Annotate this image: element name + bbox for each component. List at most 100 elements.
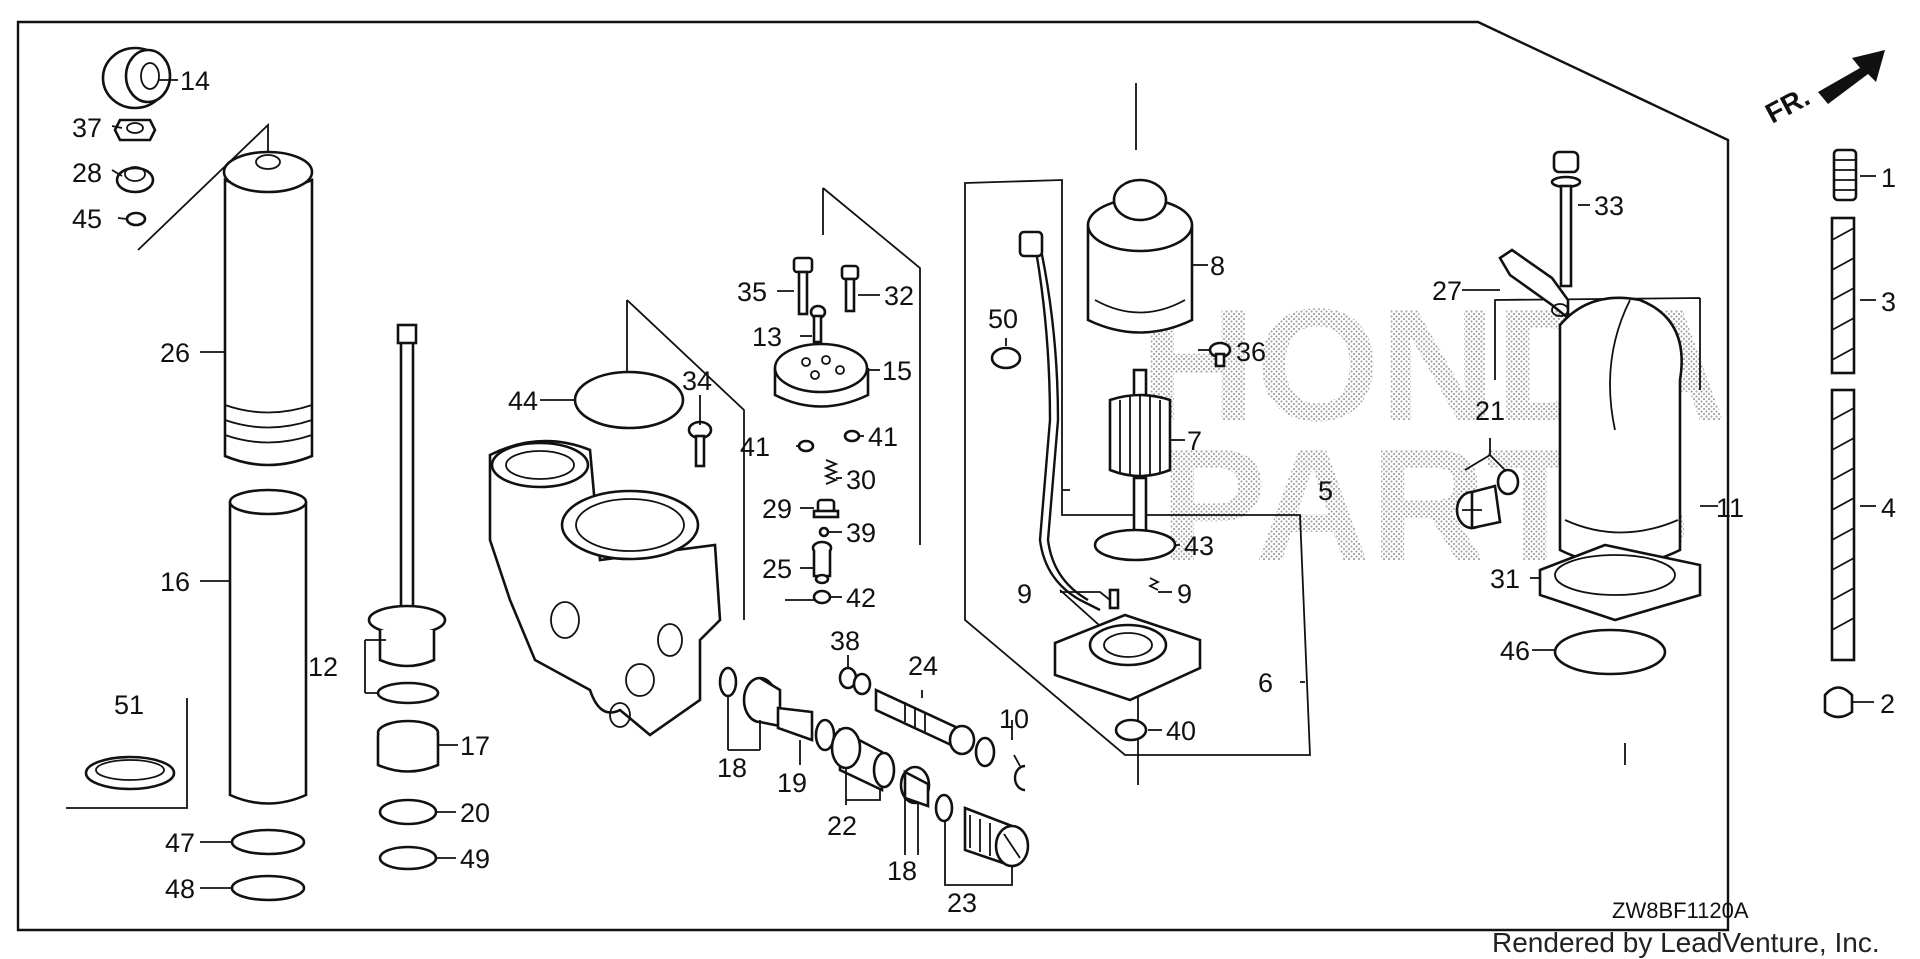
brush-holder-6 xyxy=(1053,588,1202,702)
brush-spring-9b xyxy=(1147,577,1161,591)
oring-41b xyxy=(843,429,861,443)
callout-12: 12 xyxy=(308,652,338,682)
callout-50: 50 xyxy=(988,304,1018,334)
flange-31 xyxy=(1538,543,1702,622)
callout-36: 36 xyxy=(1236,337,1266,367)
callout-44: 44 xyxy=(508,386,538,416)
callout-2: 2 xyxy=(1880,689,1895,719)
callout-24: 24 xyxy=(908,651,938,681)
screw-13 xyxy=(809,304,827,344)
callout-49: 49 xyxy=(460,844,490,874)
oring-46 xyxy=(1553,628,1667,676)
callout-7: 7 xyxy=(1187,426,1202,456)
front-direction-indicator: FR. xyxy=(1760,50,1885,129)
tilt-cylinder-26 xyxy=(222,150,314,467)
callout-18-top: 18 xyxy=(717,753,747,783)
valve-seat-18 xyxy=(742,676,782,728)
group-bracket-15 xyxy=(785,187,921,601)
piston-rod-12 xyxy=(367,323,447,668)
cable-50 xyxy=(990,230,1101,612)
valve-cap-15 xyxy=(773,342,870,408)
callout-28: 28 xyxy=(72,158,102,188)
callout-9-right: 9 xyxy=(1177,579,1192,609)
cylinder-cap-14 xyxy=(101,46,172,110)
oring-42 xyxy=(812,589,832,605)
callout-45: 45 xyxy=(72,204,102,234)
callout-42: 42 xyxy=(846,583,876,613)
nut-37 xyxy=(113,118,157,142)
bolt-32 xyxy=(840,264,860,313)
callout-47: 47 xyxy=(165,828,195,858)
valve-rod-24 xyxy=(874,687,976,756)
callout-51: 51 xyxy=(114,690,144,720)
plug-21 xyxy=(1455,468,1520,530)
callout-14: 14 xyxy=(180,66,210,96)
callout-26: 26 xyxy=(160,338,190,368)
diagram-code: ZW8BF1120A xyxy=(1612,898,1749,923)
callout-40: 40 xyxy=(1166,716,1196,746)
callout-25: 25 xyxy=(762,554,792,584)
callout-1: 1 xyxy=(1881,163,1896,193)
callout-18-bottom: 18 xyxy=(887,856,917,886)
callout-32: 32 xyxy=(884,281,914,311)
callout-27: 27 xyxy=(1432,276,1462,306)
oring-44 xyxy=(573,370,685,430)
callout-3: 3 xyxy=(1881,287,1896,317)
callout-29: 29 xyxy=(762,494,792,524)
callout-13: 13 xyxy=(752,322,782,352)
cylinder-sleeve-16 xyxy=(228,488,308,805)
valve-22 xyxy=(830,726,896,793)
callout-38: 38 xyxy=(830,626,860,656)
rod-4 xyxy=(1830,388,1856,662)
oring-18a xyxy=(718,666,738,698)
reservoir-11 xyxy=(1558,296,1683,567)
leader-21 xyxy=(1464,438,1506,471)
callout-6: 6 xyxy=(1258,668,1273,698)
piston-17 xyxy=(376,719,440,773)
spring-30 xyxy=(823,459,839,485)
screw-36 xyxy=(1208,341,1232,368)
oring-43 xyxy=(1093,528,1177,562)
callout-17: 17 xyxy=(460,731,490,761)
callout-39: 39 xyxy=(846,518,876,548)
seal-40 xyxy=(1114,718,1148,742)
outer-frame xyxy=(16,20,1730,932)
callout-22: 22 xyxy=(827,811,857,841)
callout-35: 35 xyxy=(737,277,767,307)
valve-body-housing xyxy=(488,439,722,737)
callout-43: 43 xyxy=(1184,531,1214,561)
callout-31: 31 xyxy=(1490,564,1520,594)
oring-12 xyxy=(376,681,440,705)
circlip-10 xyxy=(1013,764,1026,792)
callout-16: 16 xyxy=(160,567,190,597)
oring-48 xyxy=(230,874,306,902)
callout-9-left: 9 xyxy=(1017,579,1032,609)
callout-15: 15 xyxy=(882,356,912,386)
callout-33: 33 xyxy=(1594,191,1624,221)
callout-23: 23 xyxy=(947,888,977,918)
oring-41a xyxy=(797,439,815,453)
callout-37: 37 xyxy=(72,113,102,143)
render-credit: Rendered by LeadVenture, Inc. xyxy=(1492,927,1880,958)
bracket-27 xyxy=(1498,248,1570,321)
screw-34 xyxy=(687,420,713,468)
plug-23 xyxy=(963,806,1030,868)
oring-10a xyxy=(974,736,996,768)
oring-20 xyxy=(378,798,438,826)
armature-7 xyxy=(1108,368,1172,535)
valve-25 xyxy=(811,540,833,585)
callout-46: 46 xyxy=(1500,636,1530,666)
valve-29 xyxy=(812,498,840,519)
callouts: 1 2 3 4 5 6 7 8 9 9 10 11 12 13 14 15 16… xyxy=(72,66,1896,918)
bolt-35 xyxy=(792,256,814,316)
oring-47 xyxy=(230,828,306,856)
seal-51 xyxy=(66,698,188,809)
motor-cover-8 xyxy=(1086,178,1194,334)
screw-1 xyxy=(1832,148,1858,202)
callout-8: 8 xyxy=(1210,251,1225,281)
oring-18c xyxy=(934,793,954,823)
valve-18b xyxy=(899,765,931,808)
fr-label: FR. xyxy=(1760,81,1814,130)
rod-3 xyxy=(1830,216,1856,375)
callout-20: 20 xyxy=(460,798,490,828)
